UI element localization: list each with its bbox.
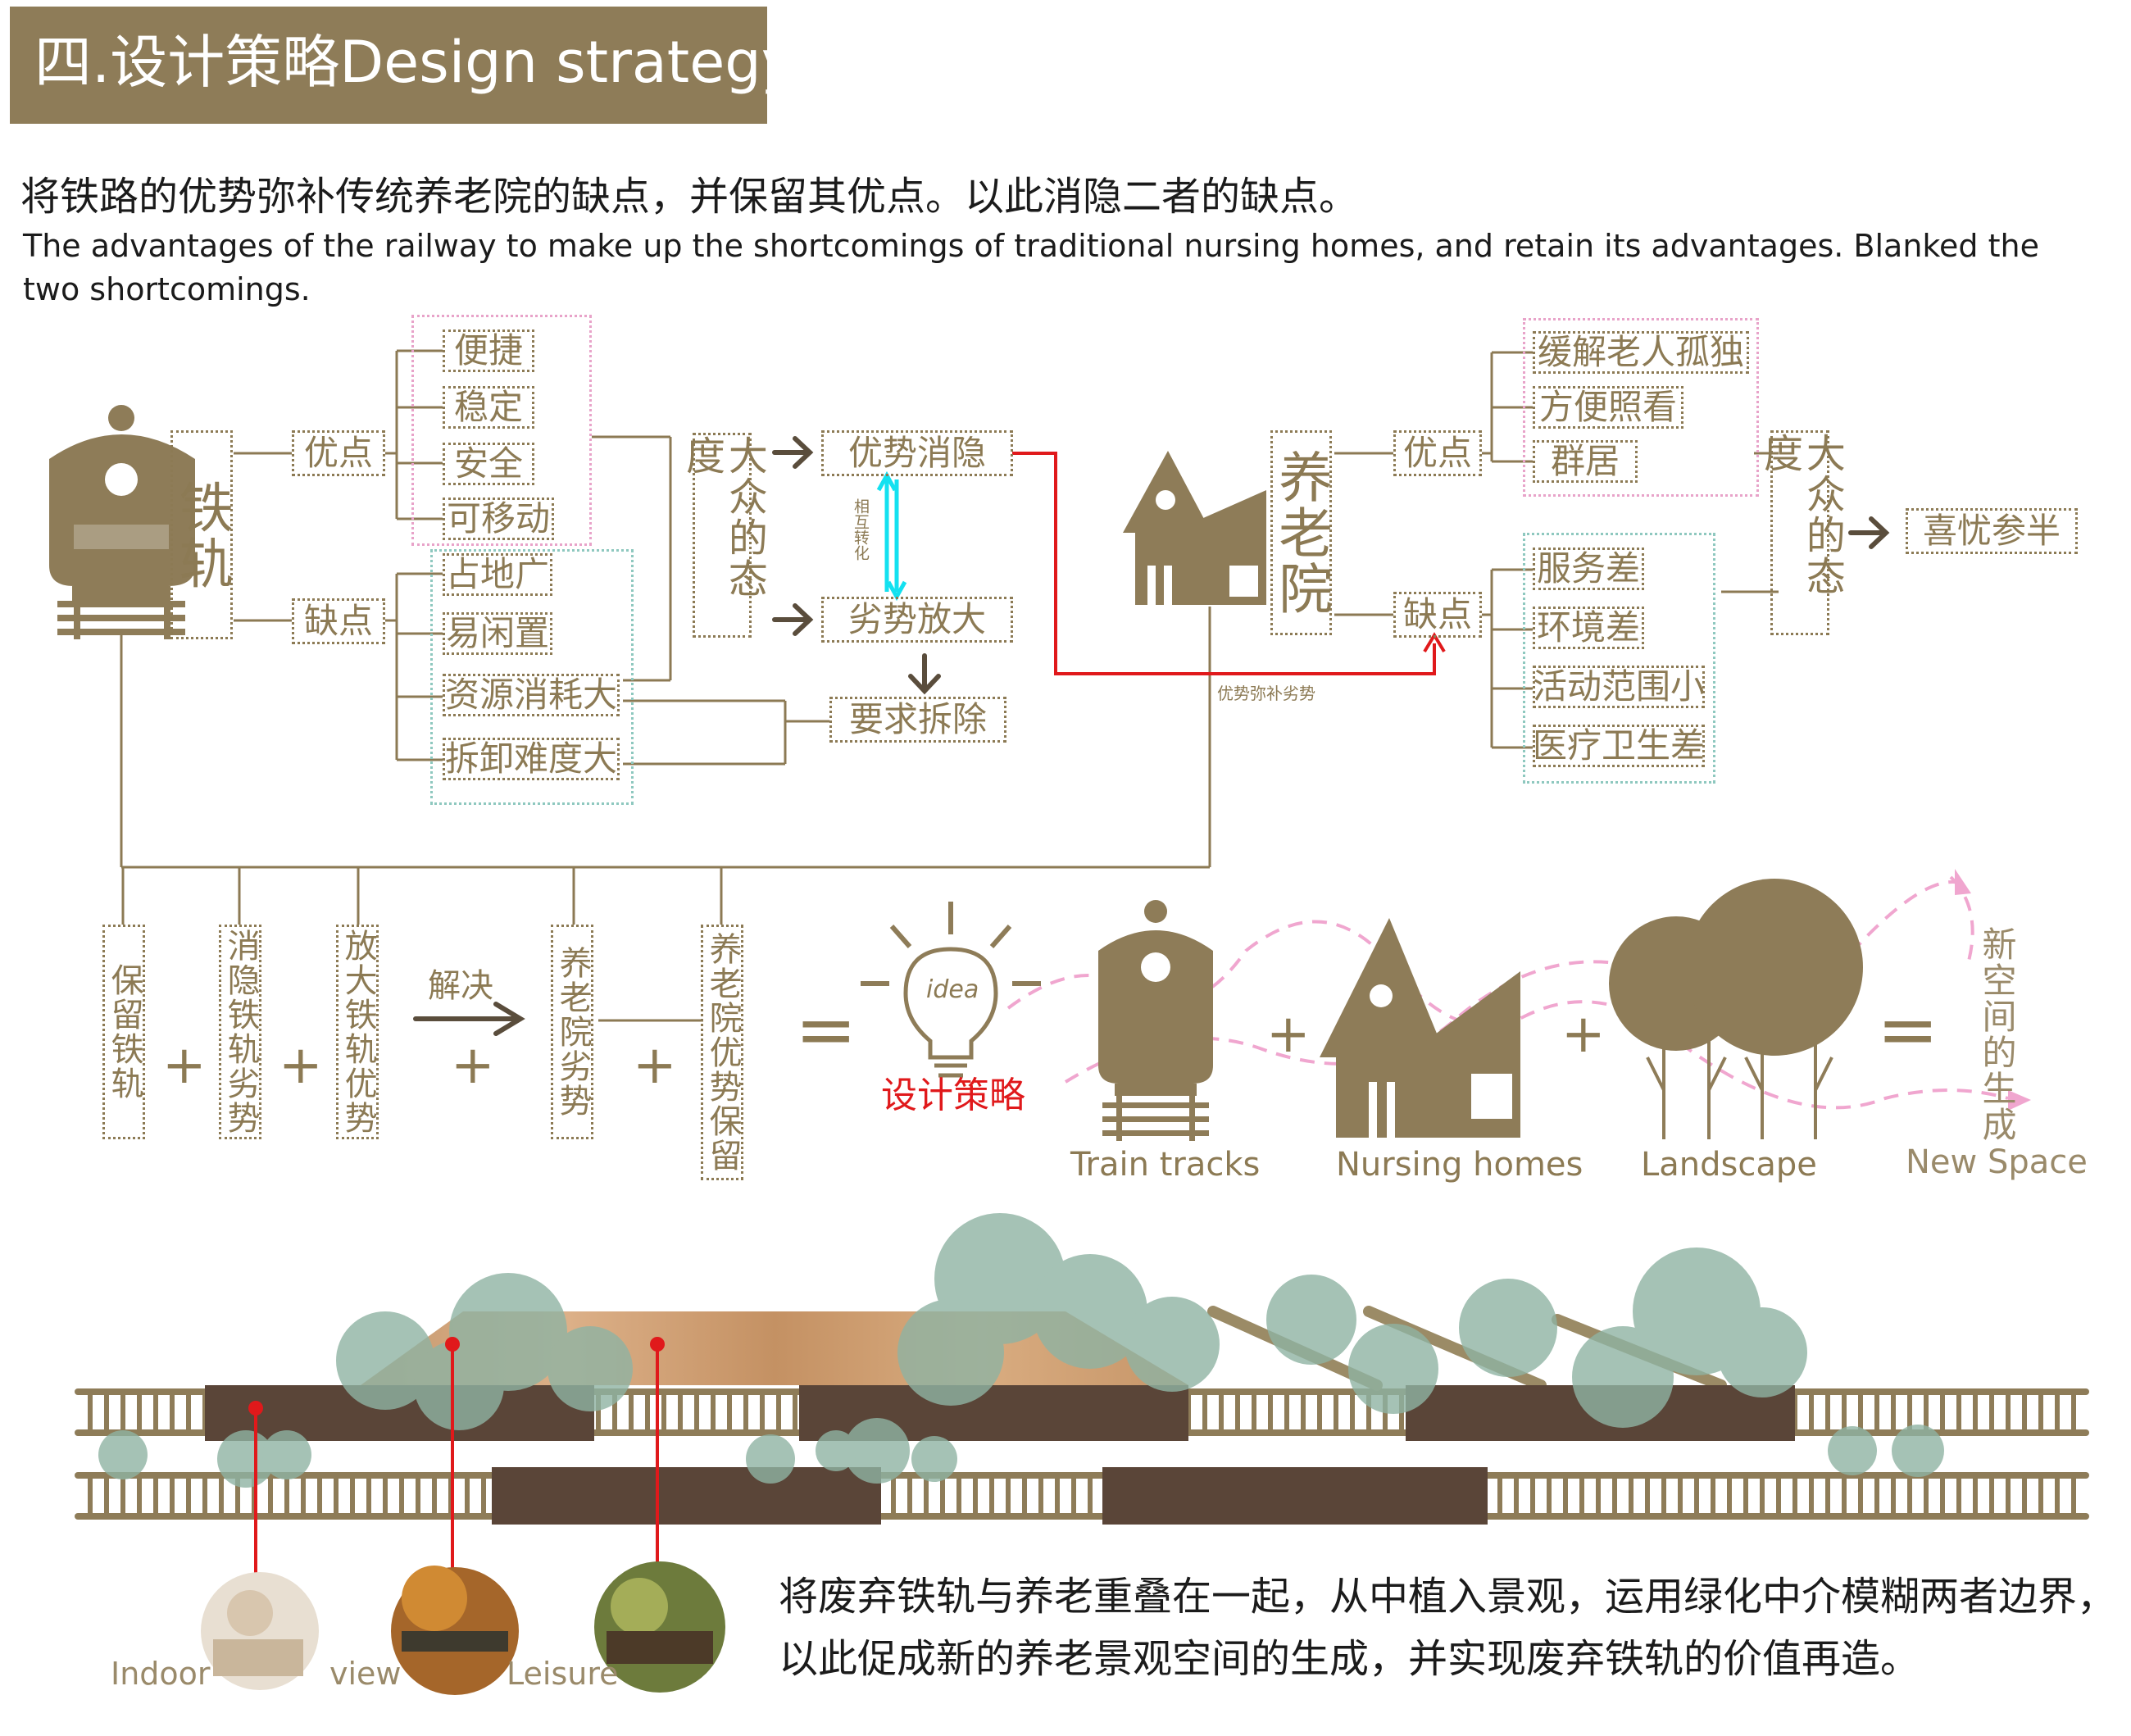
plus-sign: + — [162, 1035, 207, 1096]
mixed-result-box: 喜忧参半 — [1906, 508, 2078, 554]
railway-disadvantage-item: 占地广 — [443, 553, 552, 596]
equation-item: 养老院优势保留 — [701, 925, 743, 1180]
public-attitude-railway: 大众的态度 — [679, 433, 767, 638]
disadvantage-amplify-box: 劣势放大 — [821, 597, 1013, 643]
solve-label: 解决 — [428, 967, 493, 1005]
nursing-disadvantage-item: 医疗卫生差 — [1533, 725, 1706, 767]
equals-sign: = — [795, 987, 857, 1073]
railway-disadvantage-item: 易闲置 — [443, 612, 552, 655]
nursing-advantage-item: 群居 — [1533, 440, 1638, 483]
plus-sign: + — [279, 1035, 323, 1096]
compensate-note: 优势弥补劣势 — [1217, 684, 1315, 703]
railway-advantages-group — [411, 315, 592, 546]
equals-sign: = — [1877, 987, 1939, 1073]
page-title: 四.设计策略Design strategy — [34, 29, 796, 96]
green-canopy — [98, 1213, 1944, 1488]
railway-disadvantage-item: 拆卸难度大 — [443, 738, 620, 780]
nursing-homes-caption: Nursing homes — [1336, 1146, 1583, 1184]
intro-cn: 将铁路的优势弥补传统养老院的缺点，并保留其优点。以此消隐二者的缺点。 — [20, 174, 1359, 220]
plus-sign: + — [451, 1035, 495, 1096]
mutual-transform-note: 相互转化 — [852, 498, 870, 561]
nursing-disadvantage-item: 活动范围小 — [1533, 666, 1706, 708]
railway-advantage-item: 可移动 — [443, 498, 554, 540]
demolish-box: 要求拆除 — [829, 697, 1006, 743]
equation-item: 消隐铁轨劣势 — [219, 925, 261, 1139]
intro-en: The advantages of the railway to make up… — [23, 228, 2039, 307]
train-tracks-caption: Train tracks — [1070, 1146, 1261, 1184]
nursing-disadvantage-label: 缺点 — [1393, 592, 1482, 638]
idea-word: idea — [926, 975, 979, 1004]
plus-sign: + — [1561, 1004, 1606, 1065]
photo-pins — [248, 1337, 665, 1588]
equation-item: 保留铁轨 — [102, 925, 145, 1139]
railway-advantage-item: 便捷 — [443, 329, 534, 372]
railway-advantage-item: 稳定 — [443, 386, 534, 429]
equation-item: 放大铁轨优势 — [336, 925, 379, 1139]
train-tracks-icon — [1098, 900, 1213, 1141]
nursing-advantages-group — [1523, 318, 1759, 497]
nursing-disadvantage-item: 环境差 — [1533, 607, 1644, 649]
railway-advantage-label: 优点 — [292, 430, 385, 476]
railway-disadvantage-label: 缺点 — [292, 598, 385, 644]
railway-disadvantage-item: 资源消耗大 — [443, 674, 620, 716]
train-icon — [49, 405, 195, 639]
railway-label: 铁轨 — [170, 430, 234, 639]
bottom-description: 将废弃铁轨与养老重叠在一起，从中植入景观，运用绿化中介模糊两者边界，以此促成新的… — [779, 1574, 2117, 1682]
photo-label-view: view — [329, 1656, 402, 1692]
photo-circles — [201, 1561, 725, 1695]
photo-label-indoor: Indoor — [111, 1656, 211, 1692]
idea-bulb-icon — [861, 902, 1041, 1078]
design-strategy-label: 设计策略 — [881, 1075, 1025, 1116]
new-space-en: New Space — [1906, 1143, 2088, 1181]
nursing-advantage-item: 方便照看 — [1533, 386, 1683, 429]
railway-advantage-item: 安全 — [443, 443, 534, 485]
landscape-trees-icon — [1609, 879, 1863, 1139]
nursing-disadvantage-item: 服务差 — [1533, 548, 1644, 590]
nursing-advantage-label: 优点 — [1393, 430, 1482, 476]
landscape-caption: Landscape — [1641, 1146, 1817, 1184]
public-attitude-nursing: 大众的态度 — [1756, 430, 1845, 635]
equation-item: 养老院劣势 — [551, 925, 593, 1139]
title-banner: 四.设计策略Design strategy — [10, 7, 795, 124]
advantage-fade-box: 优势消隐 — [821, 430, 1013, 476]
photo-label-leisure: Leisure — [507, 1656, 619, 1692]
plus-sign: + — [1266, 1004, 1311, 1065]
plus-sign: + — [633, 1035, 677, 1096]
railway-disadvantages-group — [430, 549, 634, 805]
nursing-advantage-item: 缓解老人孤独 — [1533, 331, 1749, 374]
nursing-disadvantages-group — [1523, 533, 1715, 784]
new-space-cn: 新空间的生成 — [1977, 926, 2017, 1143]
nursing-home-label: 养老院 — [1270, 430, 1333, 635]
